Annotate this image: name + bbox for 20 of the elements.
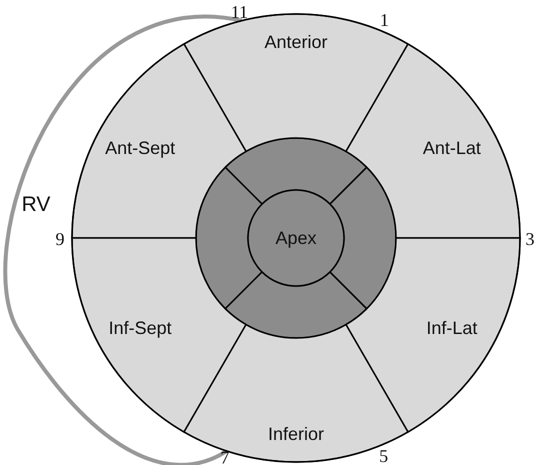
apex-circle xyxy=(247,189,345,287)
segment-label: Inferior xyxy=(268,424,324,444)
segment xyxy=(345,43,521,239)
segment xyxy=(183,324,409,462)
segment-number: 5 xyxy=(379,446,388,465)
segment-label: Ant-Sept xyxy=(105,138,176,158)
segment xyxy=(345,237,521,433)
segment-number: 7 xyxy=(220,448,230,465)
segment-label: Inf-Lat xyxy=(426,318,478,338)
chamber-label: RV xyxy=(22,193,50,216)
segment-label: Anterior xyxy=(264,32,328,52)
segment-number: 3 xyxy=(526,229,534,249)
segment-label: Ant-Lat xyxy=(422,138,481,158)
segment xyxy=(71,43,247,239)
segment-number: 11 xyxy=(230,2,248,22)
segment-label: Apex xyxy=(275,228,317,248)
segment-number: 1 xyxy=(380,10,389,30)
segment-label: Inf-Sept xyxy=(108,318,172,338)
segment xyxy=(71,237,247,433)
segment-number: 9 xyxy=(56,229,64,249)
